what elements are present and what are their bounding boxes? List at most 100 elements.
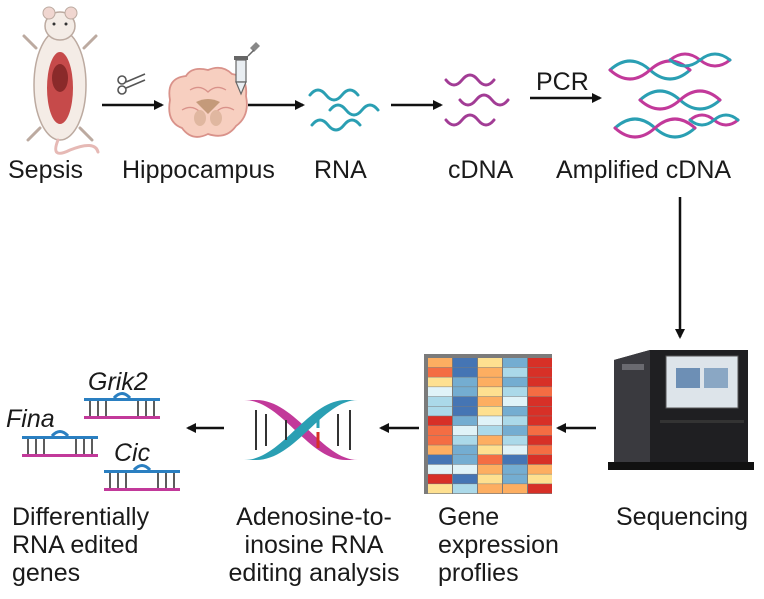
label-cdna: cDNA [448, 156, 514, 184]
rna-icon [308, 88, 380, 132]
rna-glyph-grik2 [84, 392, 160, 419]
heatmap-cell [503, 358, 527, 368]
label-pcr: PCR [536, 68, 589, 96]
heatmap-cell [528, 396, 552, 406]
heatmap-cell [528, 455, 552, 465]
label-gene-expression-line3: proflies [438, 559, 519, 587]
heatmap-cell [478, 484, 502, 494]
heatmap-cell [453, 464, 477, 474]
heatmap-cell [478, 358, 502, 368]
tube-icon [234, 42, 260, 96]
label-rna: RNA [314, 156, 367, 184]
heatmap-cell [478, 474, 502, 484]
heatmap-cell [453, 358, 477, 368]
heatmap-cell [503, 455, 527, 465]
heatmap-cell [528, 387, 552, 397]
heatmap-cell [503, 445, 527, 455]
heatmap-cell [503, 406, 527, 416]
rat-icon [22, 6, 100, 155]
heatmap-cell [428, 358, 452, 368]
heatmap-cell [428, 396, 452, 406]
heatmap-cell [453, 387, 477, 397]
heatmap-cell [428, 455, 452, 465]
heatmap-cell [453, 435, 477, 445]
heatmap-cell [428, 435, 452, 445]
sequencer-icon [608, 350, 754, 470]
label-editing-analysis: Adenosine-to- inosine RNA editing analys… [214, 503, 414, 587]
heatmap-cell [428, 464, 452, 474]
heatmap-cell [453, 425, 477, 436]
heatmap-cell [528, 484, 552, 494]
label-diff-line1: Differentially [12, 503, 150, 531]
heatmap-cell [503, 387, 527, 397]
heatmap-cell [453, 445, 477, 455]
heatmap-cell [528, 445, 552, 455]
flow-arrows [102, 93, 685, 433]
dna-helix-icon [244, 400, 358, 460]
label-sepsis: Sepsis [8, 156, 84, 184]
label-gene-expression: Gene expression proflies [438, 503, 559, 587]
heatmap-cell [428, 367, 452, 377]
gene-label-cic: Cic [114, 439, 151, 467]
rna-glyph-cic [104, 464, 180, 491]
edited-rna-glyphs [22, 392, 180, 491]
heatmap-icon [424, 354, 552, 494]
heatmap-cell [503, 377, 527, 387]
cdna-icon [444, 73, 510, 127]
gene-label-fina: Fina [6, 405, 55, 433]
heatmap-cell [478, 387, 502, 397]
heatmap-cell [528, 367, 552, 377]
label-diff-line3: genes [12, 559, 81, 587]
heatmap-cell [453, 367, 477, 377]
heatmap-cell [503, 396, 527, 406]
label-amplified-cdna: Amplified cDNA [556, 156, 732, 184]
heatmap-cell [503, 367, 527, 377]
heatmap-cell [528, 435, 552, 445]
label-editing-line1: Adenosine-to- [236, 503, 392, 531]
heatmap-cell [453, 484, 477, 494]
heatmap-cell [478, 367, 502, 377]
heatmap-cell [428, 406, 452, 416]
heatmap-cell [528, 406, 552, 416]
heatmap-cell [478, 445, 502, 455]
heatmap-cell [428, 416, 452, 426]
rna-glyph-fina [22, 430, 98, 457]
heatmap-cell [478, 464, 502, 474]
heatmap-cell [528, 377, 552, 387]
heatmap-cell [428, 387, 452, 397]
gene-label-grik2: Grik2 [88, 368, 148, 396]
heatmap-cell [478, 396, 502, 406]
heatmap-cell [503, 416, 527, 426]
heatmap-cell [503, 474, 527, 484]
heatmap-cell [453, 377, 477, 387]
heatmap-cell [503, 435, 527, 445]
heatmap-cell [453, 416, 477, 426]
heatmap-cell [453, 474, 477, 484]
heatmap-cell [428, 377, 452, 387]
heatmap-cell [428, 425, 452, 436]
heatmap-cell [478, 435, 502, 445]
heatmap-cell [503, 425, 527, 436]
label-editing-line3: editing analysis [228, 559, 400, 587]
amplified-cdna-icon [608, 52, 740, 139]
heatmap-cell [528, 425, 552, 436]
label-sequencing: Sequencing [616, 503, 749, 531]
heatmap-cell [428, 445, 452, 455]
heatmap-cell [453, 396, 477, 406]
label-gene-expression-line1: Gene [438, 503, 500, 531]
label-gene-expression-line2: expression [438, 531, 559, 559]
brain-icon [168, 66, 248, 138]
heatmap-cell [428, 474, 452, 484]
heatmap-cell [528, 464, 552, 474]
label-differentially-edited: Differentially RNA edited genes [12, 503, 149, 587]
heatmap-cell [478, 425, 502, 436]
heatmap-cell [453, 406, 477, 416]
heatmap-cell [528, 358, 552, 368]
heatmap-cell [453, 455, 477, 465]
heatmap-cell [503, 464, 527, 474]
heatmap-cell [478, 406, 502, 416]
heatmap-cell [478, 455, 502, 465]
heatmap-cell [528, 416, 552, 426]
heatmap-cell [478, 416, 502, 426]
